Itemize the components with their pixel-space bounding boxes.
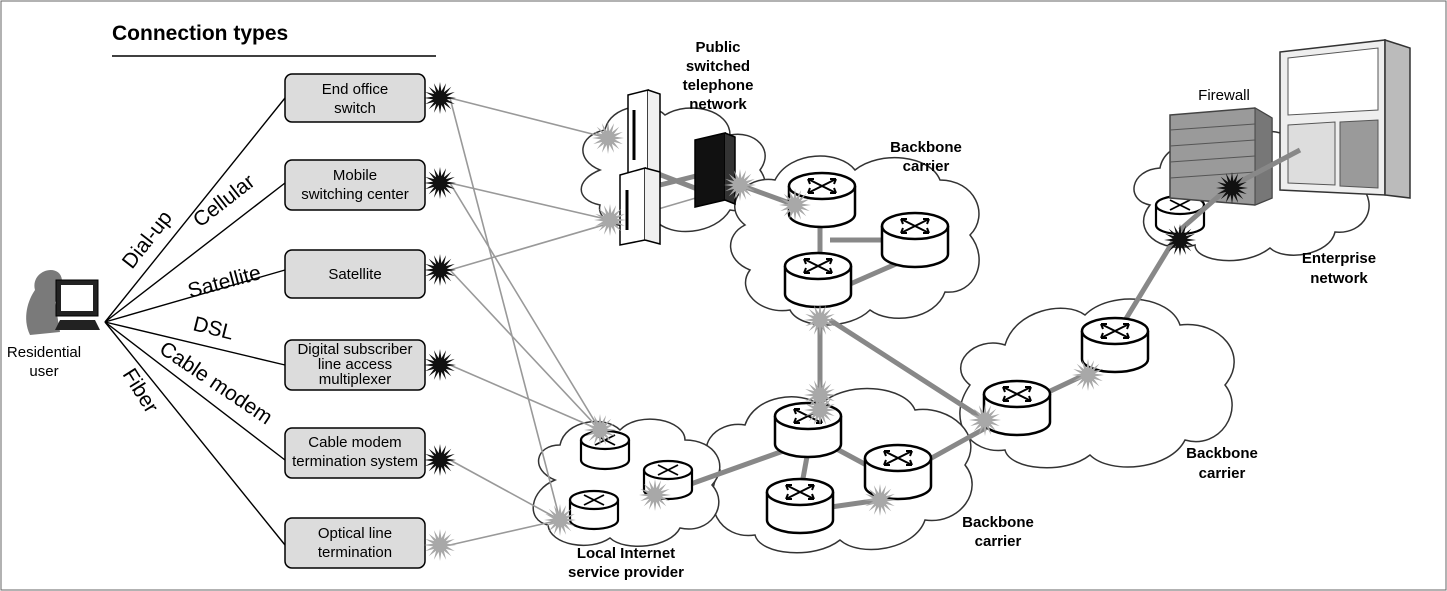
connection-burst [424, 349, 456, 381]
connection-label-dsl: DSL [191, 313, 236, 345]
svg-text:Digital subscriber: Digital subscriber [297, 341, 412, 358]
connection-burst [804, 394, 836, 426]
connection-burst [424, 167, 456, 199]
svg-text:Cable modem: Cable modem [308, 434, 401, 451]
enterprise-server-link [1226, 147, 1302, 191]
svg-text:Satellite: Satellite [328, 266, 381, 283]
connection-burst [594, 204, 626, 236]
svg-text:service provider: service provider [568, 564, 684, 581]
svg-text:Local Internet: Local Internet [577, 545, 675, 562]
diagram-title: Connection types [112, 22, 288, 45]
svg-text:switching center: switching center [301, 186, 409, 203]
isp-label: Local Internet service provider [568, 545, 684, 581]
server-icon [1279, 38, 1411, 199]
connection-burst [424, 529, 456, 561]
connection-burst [779, 189, 811, 221]
connection-burst [639, 479, 671, 511]
residential-user-label-2: user [29, 363, 58, 380]
firewall-label: Firewall [1198, 87, 1250, 104]
router-backbone-right-1 [982, 379, 1052, 437]
connection-label-cellular: Cellular [189, 170, 259, 232]
connection-burst [969, 404, 1001, 436]
device-dslam: Digital subscriber line access multiplex… [284, 339, 426, 391]
router-backbone-bottom-1 [773, 401, 843, 459]
connection-label-fiber: Fiber [118, 364, 163, 417]
router-isp-1 [579, 429, 631, 471]
residential-user-icon [26, 269, 100, 335]
svg-text:network: network [1310, 270, 1368, 287]
svg-text:termination system: termination system [292, 453, 418, 470]
router-backbone-top-2 [880, 211, 950, 269]
pstn-switch-2 [619, 167, 661, 246]
svg-text:network: network [689, 96, 747, 113]
device-satellite: Satellite [284, 249, 426, 299]
connection-burst [424, 444, 456, 476]
connection-label-dialup: Dial-up [118, 206, 177, 273]
device-optical-line-termination: Optical line termination [284, 517, 426, 569]
svg-text:carrier: carrier [975, 533, 1022, 550]
connection-label-satellite: Satellite [185, 261, 263, 303]
svg-text:Mobile: Mobile [333, 167, 377, 184]
connection-burst [1072, 359, 1104, 391]
access-links [449, 97, 741, 546]
enterprise-label: Enterprise network [1302, 250, 1376, 287]
residential-user-label-1: Residential [7, 344, 81, 361]
svg-text:Backbone: Backbone [890, 139, 962, 156]
enterprise-uplink [1178, 186, 1230, 232]
connection-burst [804, 304, 836, 336]
backbone-label-right: Backbone carrier [1186, 445, 1258, 482]
device-end-office-switch: End office switch [284, 73, 426, 123]
pstn-switch-1 [627, 89, 661, 184]
connection-burst [724, 169, 756, 201]
backbone-label-top: Backbone carrier [890, 139, 962, 175]
connection-burst [1216, 172, 1248, 204]
backbone-label-bottom: Backbone carrier [962, 514, 1034, 550]
connection-burst [592, 122, 624, 154]
connection-burst [1164, 224, 1196, 256]
svg-text:switch: switch [334, 100, 376, 117]
connection-bursts [424, 82, 1248, 561]
svg-text:Backbone: Backbone [1186, 445, 1258, 462]
svg-text:Public: Public [695, 39, 740, 56]
connection-burst [424, 82, 456, 114]
connection-label-cable: Cable modem [155, 337, 276, 429]
connection-fan [104, 97, 286, 546]
svg-text:Enterprise: Enterprise [1302, 250, 1376, 267]
svg-text:multiplexer: multiplexer [319, 371, 392, 388]
connection-burst [424, 254, 456, 286]
router-backbone-bottom-2 [863, 443, 933, 501]
pstn-label: Public switched telephone network [683, 39, 754, 113]
router-isp-3 [568, 489, 620, 531]
device-mobile-switching-center: Mobile switching center [284, 159, 426, 211]
svg-text:carrier: carrier [1199, 465, 1246, 482]
connection-burst [544, 504, 576, 536]
svg-text:termination: termination [318, 544, 392, 561]
firewall-icon [1169, 107, 1273, 206]
router-backbone-top-3 [783, 251, 853, 309]
svg-text:Backbone: Backbone [962, 514, 1034, 531]
svg-text:Optical line: Optical line [318, 525, 392, 542]
connection-burst [864, 484, 896, 516]
connection-burst [584, 414, 616, 446]
svg-text:telephone: telephone [683, 77, 754, 94]
svg-text:End office: End office [322, 81, 388, 98]
svg-text:switched: switched [686, 58, 750, 75]
svg-text:line access: line access [318, 356, 392, 373]
router-backbone-bottom-3 [765, 477, 835, 535]
svg-text:carrier: carrier [903, 158, 950, 175]
device-cmts: Cable modem termination system [284, 427, 426, 479]
